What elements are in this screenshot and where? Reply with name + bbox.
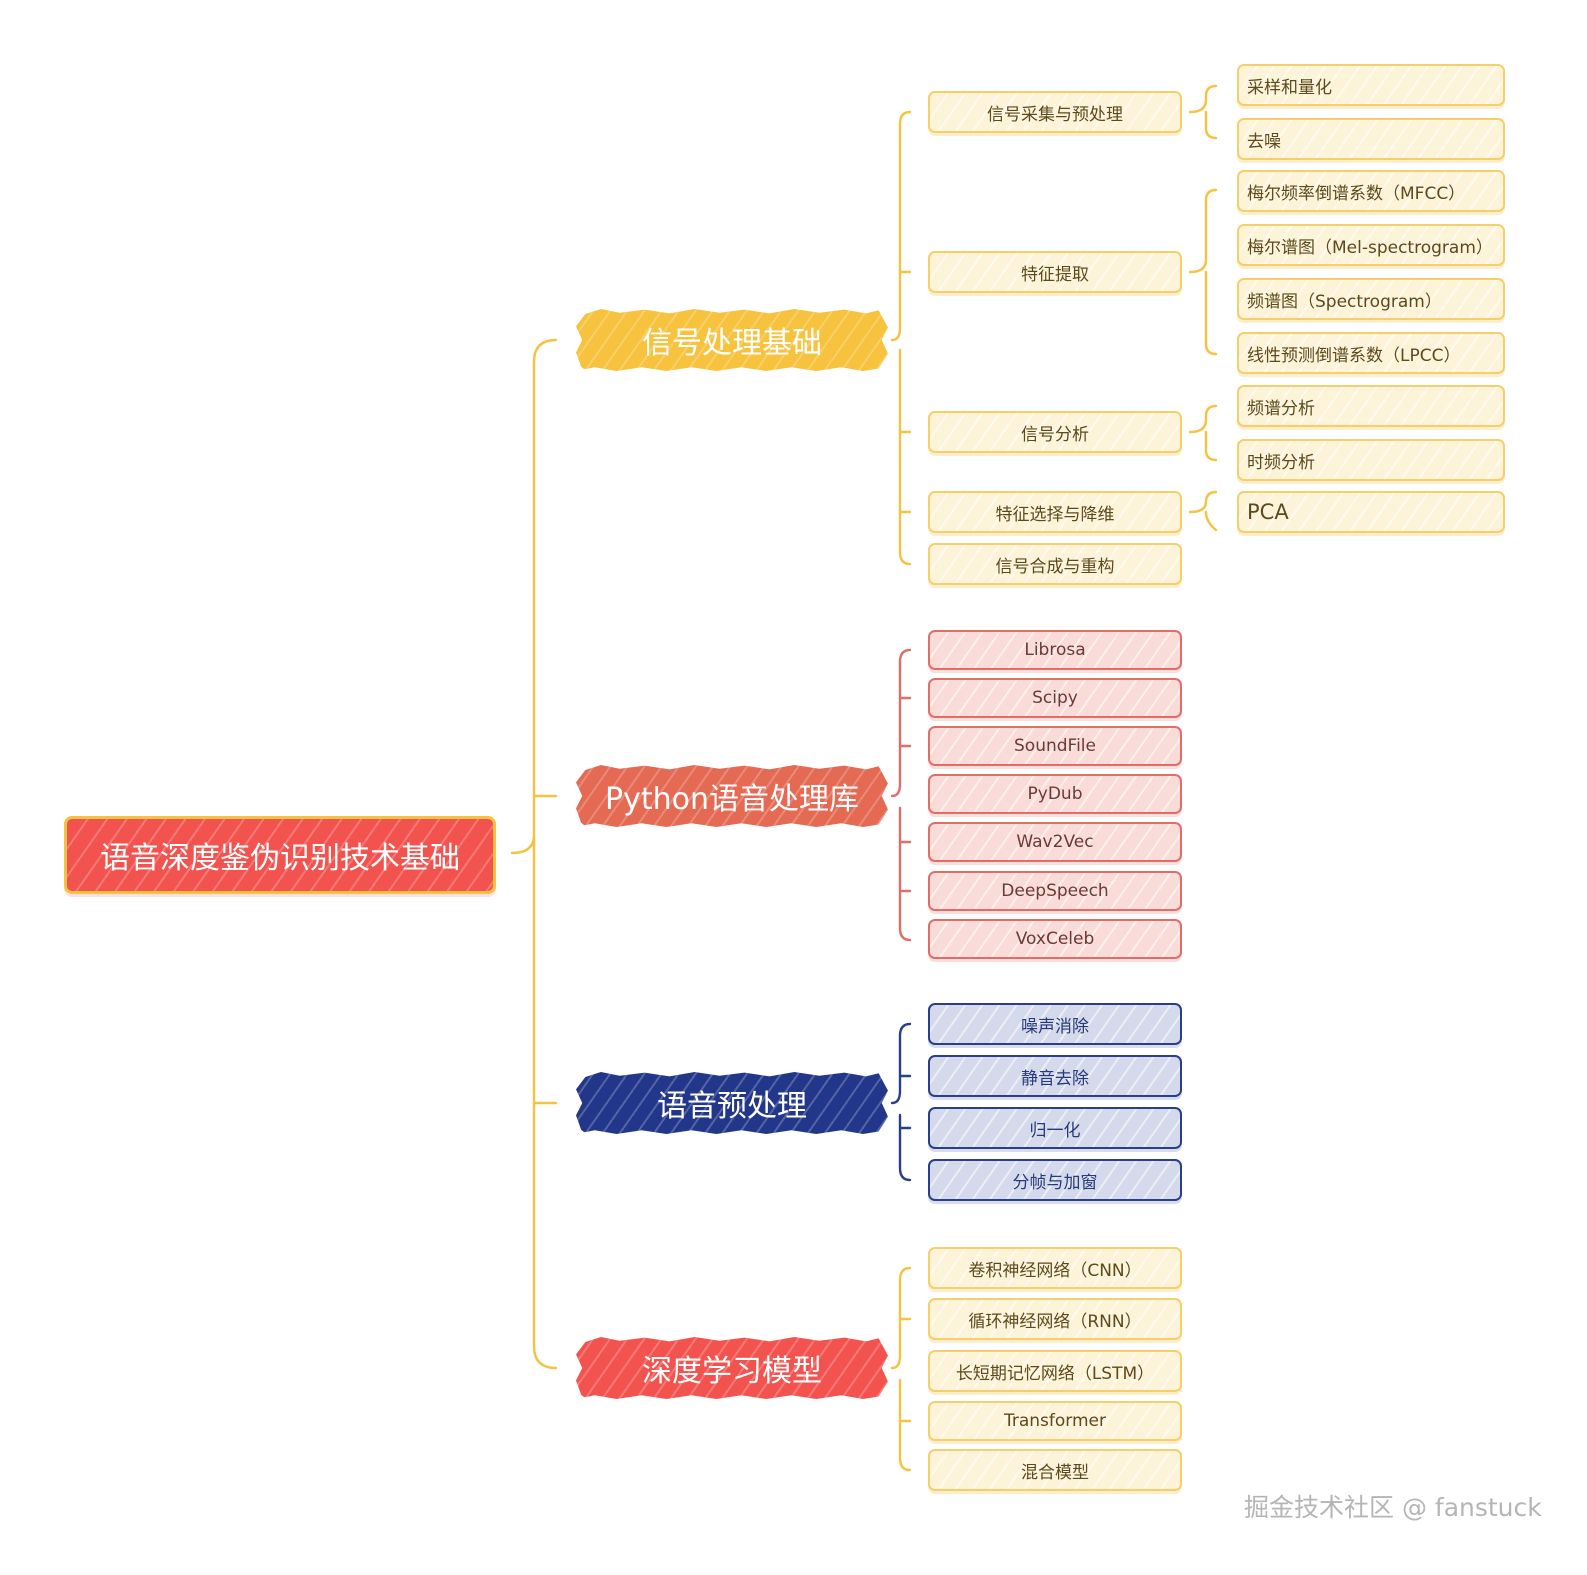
branch-1-connector [890, 110, 912, 566]
node-mfcc: 梅尔频率倒谱系数（MFCC） [1237, 170, 1505, 212]
node-transformer: Transformer [928, 1401, 1182, 1441]
node-mel-spectrogram: 梅尔谱图（Mel-spectrogram） [1237, 224, 1505, 266]
branch-3-connector [890, 1022, 912, 1182]
sub-brace-reduction [1188, 490, 1218, 532]
node-feature-extraction: 特征提取 [928, 251, 1182, 293]
node-sampling-quantization: 采样和量化 [1237, 64, 1505, 106]
branch-speech-preprocessing: 语音预处理 [576, 1072, 888, 1134]
node-time-frequency-analysis: 时频分析 [1237, 439, 1505, 481]
sub-brace-features [1188, 188, 1218, 356]
branch-2-connector [890, 648, 912, 942]
node-cnn: 卷积神经网络（CNN） [928, 1247, 1182, 1289]
node-denoising: 去噪 [1237, 118, 1505, 160]
branch-signal-processing: 信号处理基础 [576, 309, 888, 371]
node-scipy: Scipy [928, 678, 1182, 718]
branch-deep-learning: 深度学习模型 [576, 1337, 888, 1399]
node-deepspeech: DeepSpeech [928, 871, 1182, 911]
node-framing-windowing: 分帧与加窗 [928, 1159, 1182, 1201]
node-noise-removal: 噪声消除 [928, 1003, 1182, 1045]
node-librosa: Librosa [928, 630, 1182, 670]
watermark: 掘金技术社区 @ fanstuck [1244, 1493, 1542, 1522]
node-spectrum-analysis: 频谱分析 [1237, 385, 1505, 427]
node-voxceleb: VoxCeleb [928, 919, 1182, 959]
node-signal-acquisition: 信号采集与预处理 [928, 91, 1182, 133]
node-feature-selection: 特征选择与降维 [928, 491, 1182, 533]
node-lstm: 长短期记忆网络（LSTM） [928, 1350, 1182, 1392]
node-normalization: 归一化 [928, 1107, 1182, 1149]
sub-brace-acquisition [1188, 84, 1218, 140]
sub-brace-analysis [1188, 404, 1218, 462]
node-spectrogram: 频谱图（Spectrogram） [1237, 278, 1505, 320]
node-wav2vec: Wav2Vec [928, 822, 1182, 862]
branch-python-libraries: Python语音处理库 [576, 765, 888, 827]
node-signal-synthesis: 信号合成与重构 [928, 543, 1182, 585]
node-pydub: PyDub [928, 774, 1182, 814]
node-signal-analysis: 信号分析 [928, 411, 1182, 453]
root-connector [510, 338, 558, 1370]
branch-4-connector [890, 1266, 912, 1472]
node-lpcc: 线性预测倒谱系数（LPCC） [1237, 332, 1505, 374]
node-hybrid-model: 混合模型 [928, 1449, 1182, 1491]
node-pca: PCA [1237, 491, 1505, 533]
root-node: 语音深度鉴伪识别技术基础 [64, 816, 496, 894]
node-soundfile: SoundFile [928, 726, 1182, 766]
node-rnn: 循环神经网络（RNN） [928, 1298, 1182, 1340]
node-silence-removal: 静音去除 [928, 1055, 1182, 1097]
